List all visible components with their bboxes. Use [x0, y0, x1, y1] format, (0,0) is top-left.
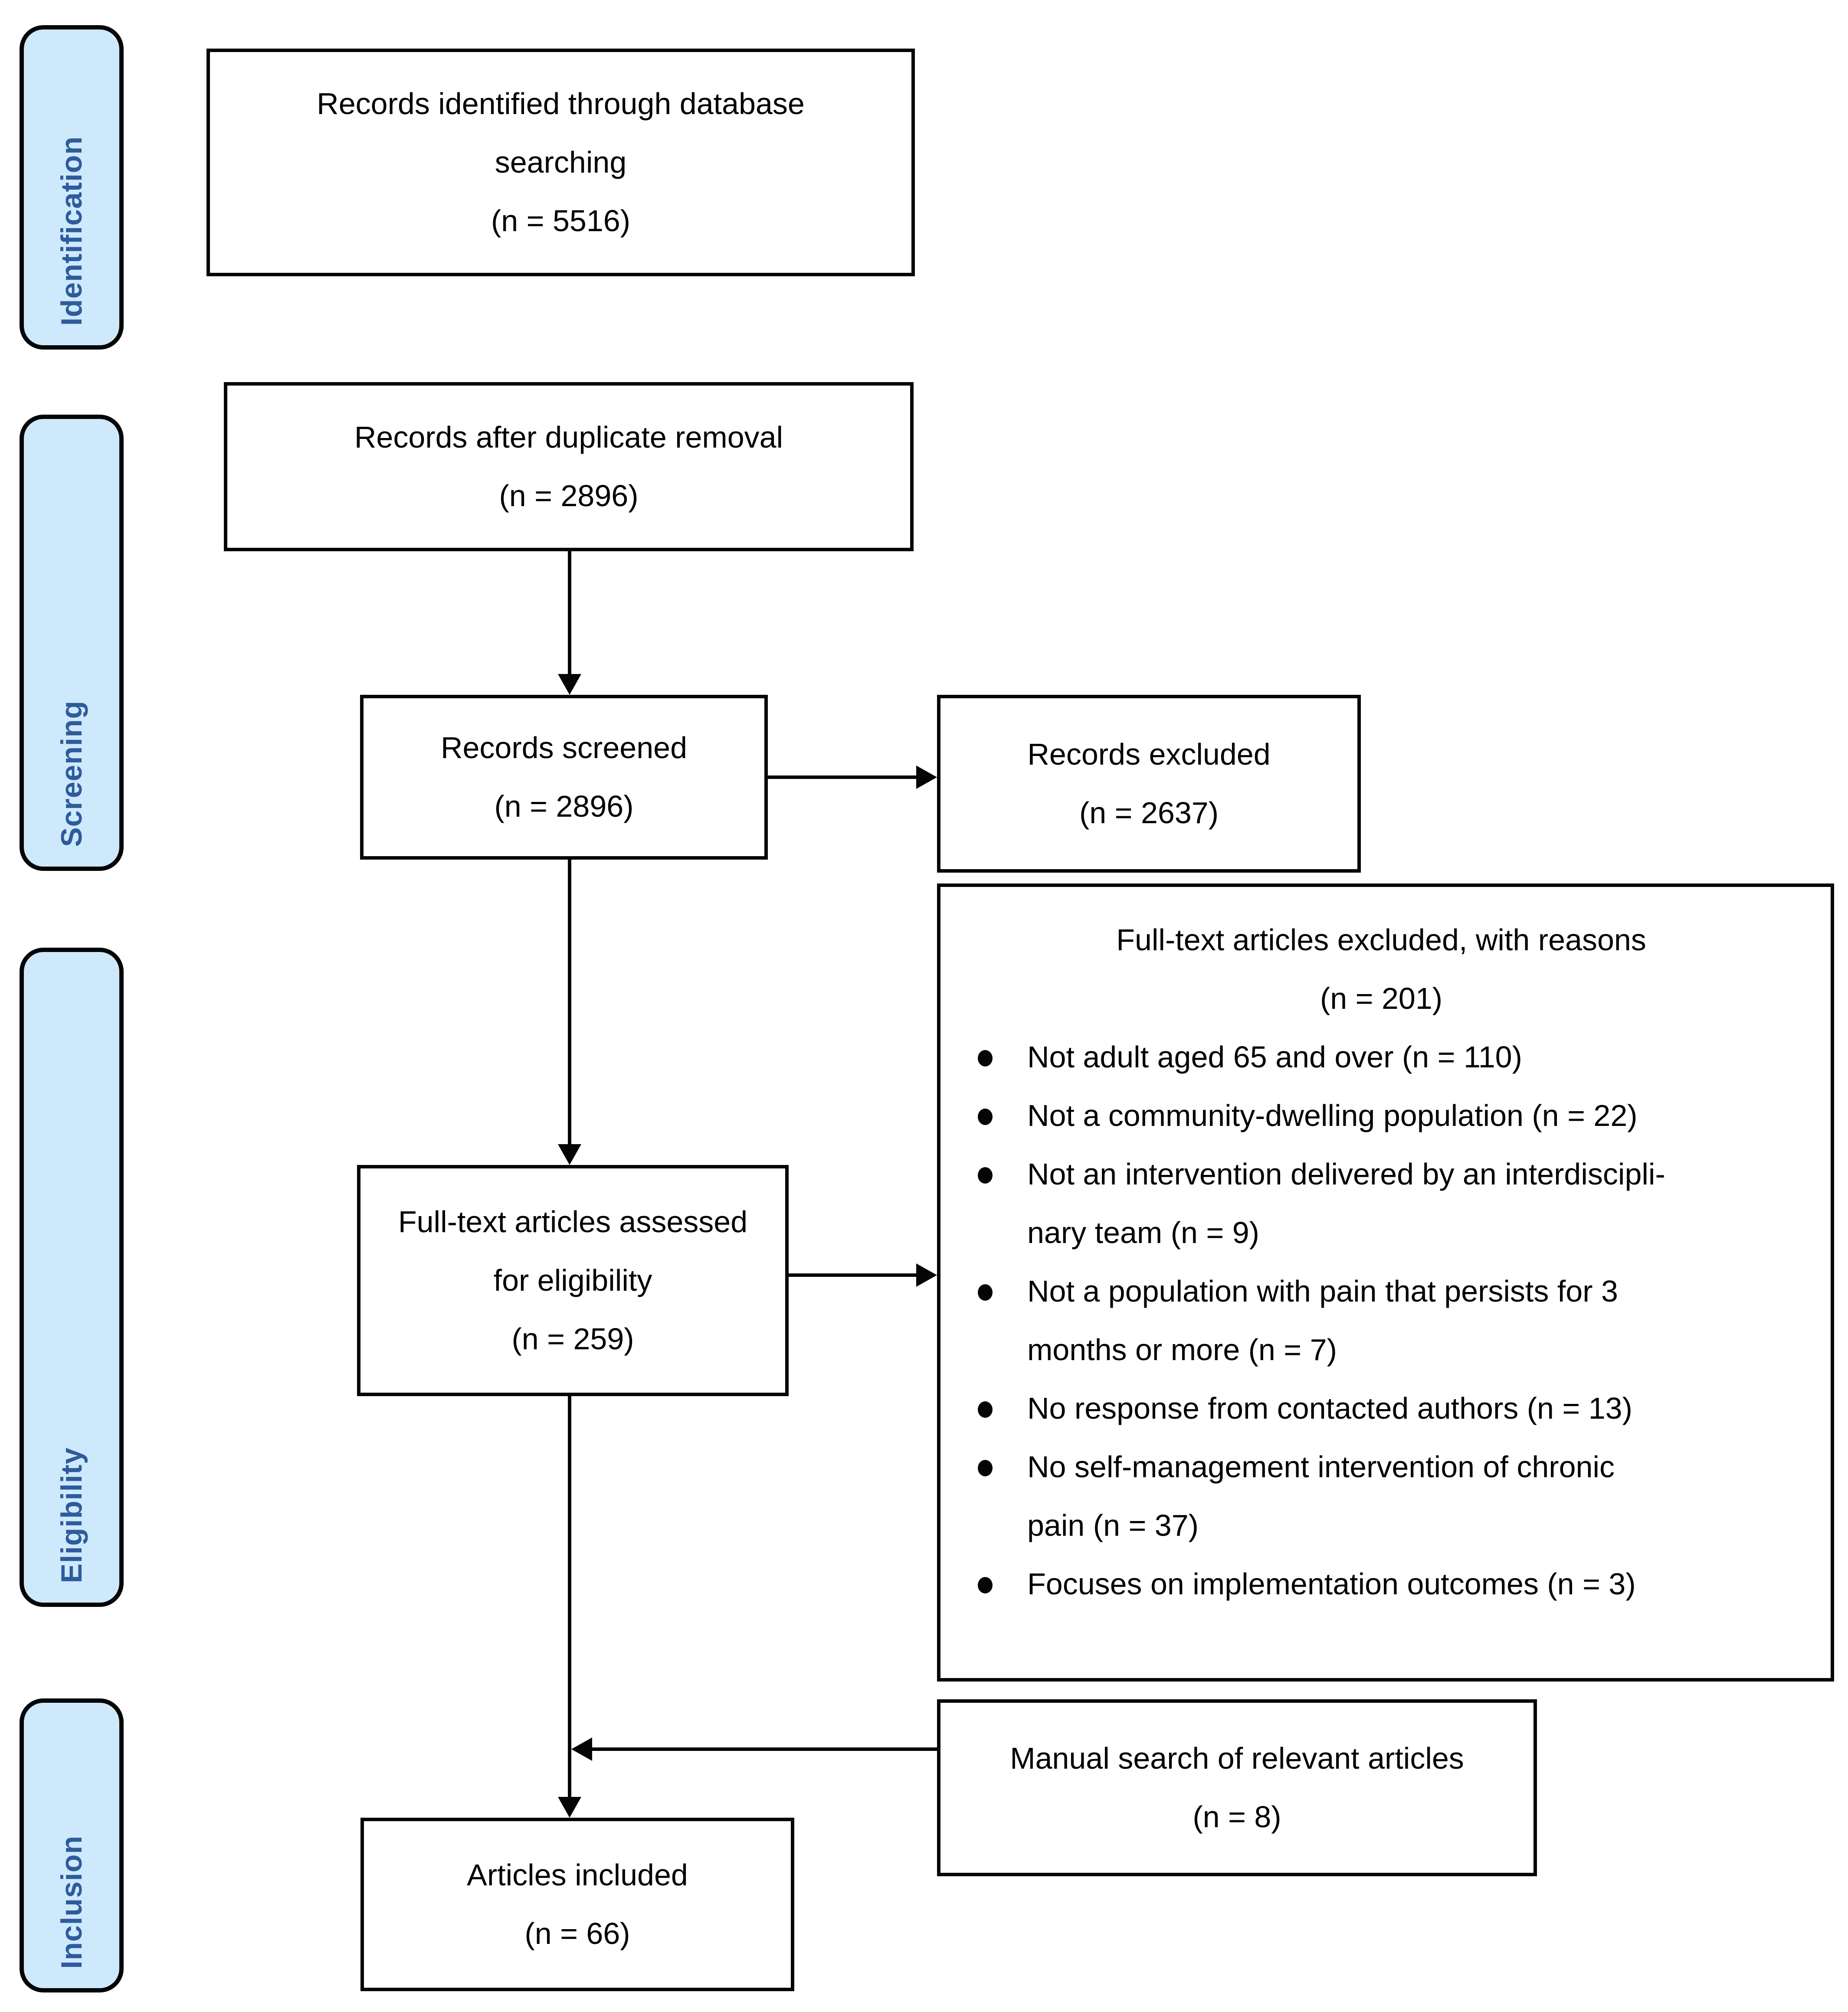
arrowhead-down-icon: [558, 1144, 581, 1165]
stage-label-inclusion: Inclusion: [55, 1835, 88, 1969]
box-screened-text: Records screened: [440, 731, 688, 765]
box-records-excluded: Records excluded (n = 2637): [937, 695, 1361, 873]
box-assessed-count: (n = 259): [511, 1322, 634, 1356]
stage-label-eligibility: Eligibility: [55, 1447, 88, 1583]
connector-assessed-to-included: [568, 1394, 571, 1798]
connector-assessed-to-reasons: [789, 1273, 917, 1277]
stage-tile-identification: Identification: [20, 25, 124, 350]
box-screened-count: (n = 2896): [494, 789, 634, 823]
connector-screened-to-assessed: [568, 858, 571, 1145]
box-records-identified: Records identified through database sear…: [206, 49, 915, 276]
reason-item: Not adult aged 65 and over (n = 110): [940, 1028, 1822, 1086]
reason-item: Not a community-dwelling population (n =…: [940, 1086, 1822, 1145]
box-assessed-text: Full-text articles assessed for eligibil…: [398, 1205, 748, 1297]
stage-label-identification: Identification: [55, 136, 88, 326]
connector-dedup-to-screened: [568, 550, 571, 675]
box-articles-included: Articles included (n = 66): [360, 1818, 794, 1991]
connector-manual-to-included: [592, 1747, 937, 1751]
stage-tile-inclusion: Inclusion: [20, 1698, 124, 1992]
connector-screened-to-excluded: [768, 775, 917, 779]
arrowhead-down-icon: [558, 1797, 581, 1818]
stage-label-screening: Screening: [55, 700, 88, 847]
box-included-count: (n = 66): [524, 1917, 630, 1950]
reason-item: Not an intervention delivered by an inte…: [940, 1145, 1822, 1262]
box-excluded-count: (n = 2637): [1079, 796, 1219, 830]
reason-item: Focuses on implementation outcomes (n = …: [940, 1555, 1822, 1613]
arrowhead-down-icon: [558, 674, 581, 695]
fulltext-excluded-count: (n = 201): [1320, 981, 1443, 1015]
box-fulltext-excluded-reasons: Full-text articles excluded, with reason…: [937, 883, 1834, 1682]
reason-item: No response from contacted authors (n = …: [940, 1379, 1822, 1438]
arrowhead-right-icon: [916, 1263, 937, 1287]
stage-tile-screening: Screening: [20, 415, 124, 871]
box-dedup-text: Records after duplicate removal: [354, 420, 783, 454]
box-manual-text: Manual search of relevant articles: [1010, 1741, 1464, 1775]
box-manual-search: Manual search of relevant articles (n = …: [937, 1699, 1537, 1876]
stage-tile-eligibility: Eligibility: [20, 948, 124, 1607]
exclusion-reasons-list: Not adult aged 65 and over (n = 110) Not…: [940, 1028, 1822, 1613]
box-excluded-text: Records excluded: [1027, 737, 1271, 771]
box-included-text: Articles included: [467, 1858, 688, 1892]
box-dedup-count: (n = 2896): [499, 479, 639, 513]
reason-item: No self-management intervention of chron…: [940, 1438, 1822, 1555]
box-records-identified-count: (n = 5516): [491, 204, 631, 238]
box-fulltext-assessed: Full-text articles assessed for eligibil…: [357, 1165, 789, 1396]
box-manual-count: (n = 8): [1193, 1800, 1281, 1834]
arrowhead-left-icon: [571, 1737, 592, 1761]
arrowhead-right-icon: [916, 766, 937, 789]
box-records-after-duplicate-removal: Records after duplicate removal (n = 289…: [224, 382, 914, 551]
box-records-screened: Records screened (n = 2896): [360, 695, 768, 860]
fulltext-excluded-title: Full-text articles excluded, with reason…: [1116, 923, 1646, 957]
box-records-identified-text: Records identified through database sear…: [317, 87, 805, 179]
reason-item: Not a population with pain that persists…: [940, 1262, 1822, 1379]
